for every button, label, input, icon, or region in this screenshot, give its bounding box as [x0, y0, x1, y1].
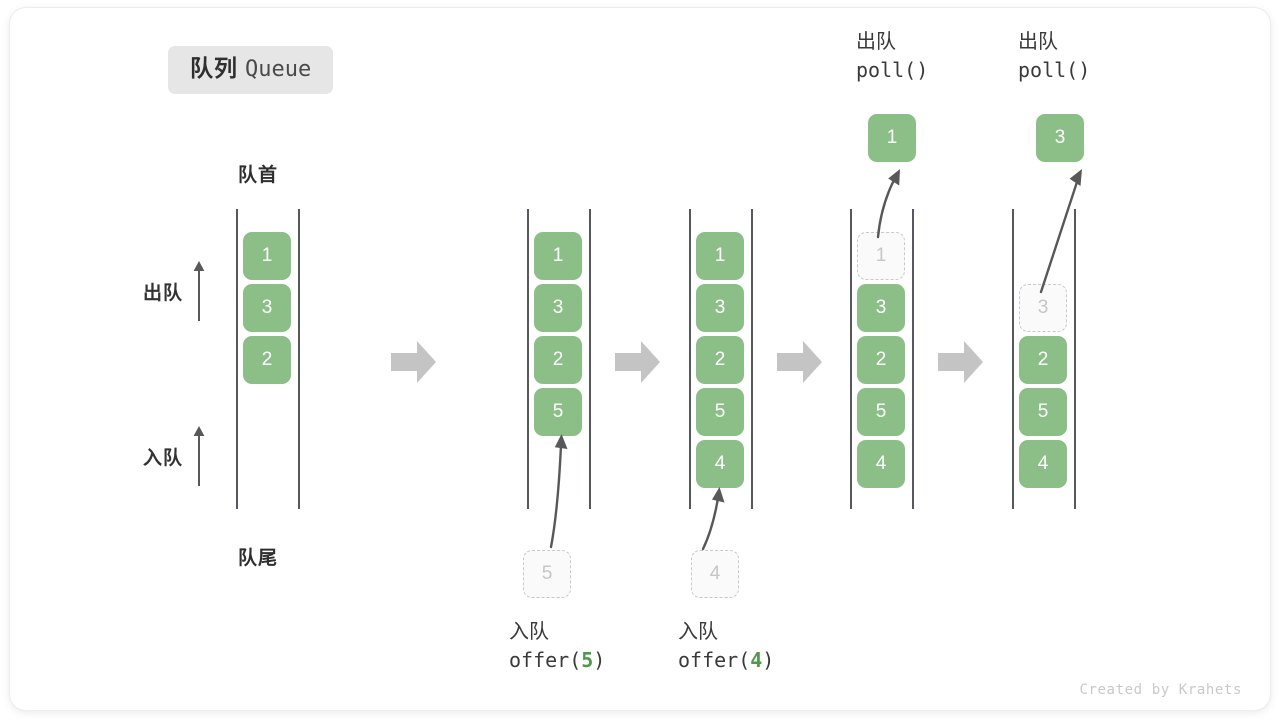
title-badge: 队列 Queue — [168, 46, 334, 94]
caption-code: offer(4) — [678, 646, 774, 674]
queue-cell: 4 — [1019, 440, 1067, 488]
queue-cell: 5 — [857, 388, 905, 436]
queue-cell: 2 — [243, 336, 291, 384]
title-english: Queue — [245, 57, 312, 82]
rail-right — [912, 209, 914, 509]
dequeue-motion-arrow-icon — [876, 169, 900, 239]
queue-head-label: 队首 — [238, 165, 279, 186]
caption-fn: offer( — [509, 648, 582, 673]
caption-close: ) — [593, 648, 606, 673]
dequeue-indicator: 出队 — [143, 260, 206, 322]
dequeue-label: 出队 — [143, 282, 184, 304]
queue-cell: 1 — [243, 232, 291, 280]
queue-cell: 3 — [243, 284, 291, 332]
dequeue-up-arrow-icon — [193, 261, 205, 321]
queue-cell: 2 — [696, 336, 744, 384]
rail-left — [527, 209, 529, 509]
enqueue-motion-arrow-icon — [549, 434, 568, 549]
queue-cell: 2 — [534, 336, 582, 384]
caption-code: poll() — [856, 58, 929, 83]
rail-right — [298, 209, 300, 509]
rail-left — [689, 209, 691, 509]
caption-offer-4: 入队 offer(4) — [678, 618, 774, 675]
caption-poll-2: 出队 poll() — [1018, 28, 1090, 85]
queue-cell: 1 — [696, 232, 744, 280]
caption-poll-1: 出队 poll() — [856, 28, 928, 85]
step-arrow-icon — [615, 341, 660, 383]
queue-cell: 2 — [1019, 336, 1067, 384]
polled-out-cell: 1 — [868, 114, 916, 162]
caption-cn: 入队 — [678, 621, 718, 643]
incoming-ghost-cell: 5 — [523, 550, 571, 598]
caption-offer-5: 入队 offer(5) — [509, 618, 605, 675]
queue-cell-new: 5 — [534, 388, 582, 436]
enqueue-up-arrow-icon — [193, 426, 205, 486]
queue-cell: 1 — [534, 232, 582, 280]
caption-cn: 入队 — [509, 621, 549, 643]
caption-cn: 出队 — [1018, 31, 1058, 53]
queue-cell-removed-ghost: 1 — [857, 232, 905, 280]
polled-out-cell: 3 — [1036, 114, 1084, 162]
rail-right — [751, 209, 753, 509]
enqueue-label: 入队 — [143, 447, 184, 469]
queue-cell: 4 — [857, 440, 905, 488]
queue-cell: 5 — [696, 388, 744, 436]
queue-cell: 2 — [857, 336, 905, 384]
watermark: Created by Krahets — [1079, 682, 1242, 698]
step-arrow-icon — [938, 341, 983, 383]
enqueue-motion-arrow-icon — [701, 487, 725, 551]
caption-cn: 出队 — [856, 31, 896, 53]
rail-right — [589, 209, 591, 509]
enqueue-indicator: 入队 — [143, 425, 206, 487]
rail-left — [236, 209, 238, 509]
queue-cell: 5 — [1019, 388, 1067, 436]
caption-code: offer(5) — [509, 646, 605, 674]
queue-tail-label: 队尾 — [238, 548, 279, 569]
queue-cell-new: 4 — [696, 440, 744, 488]
caption-arg: 4 — [750, 648, 763, 673]
caption-code: poll() — [1018, 58, 1091, 83]
caption-arg: 5 — [581, 648, 594, 673]
queue-cell: 3 — [534, 284, 582, 332]
step-arrow-icon — [391, 341, 436, 383]
incoming-ghost-cell: 4 — [691, 550, 739, 598]
queue-cell: 3 — [857, 284, 905, 332]
title-chinese: 队列 — [190, 55, 238, 81]
dequeue-motion-arrow-icon — [1039, 169, 1082, 294]
rail-left — [850, 209, 852, 509]
rail-left — [1012, 209, 1014, 509]
rail-right — [1074, 209, 1076, 509]
queue-cell: 3 — [696, 284, 744, 332]
step-arrow-icon — [777, 341, 822, 383]
caption-close: ) — [762, 648, 775, 673]
caption-fn: offer( — [678, 648, 751, 673]
